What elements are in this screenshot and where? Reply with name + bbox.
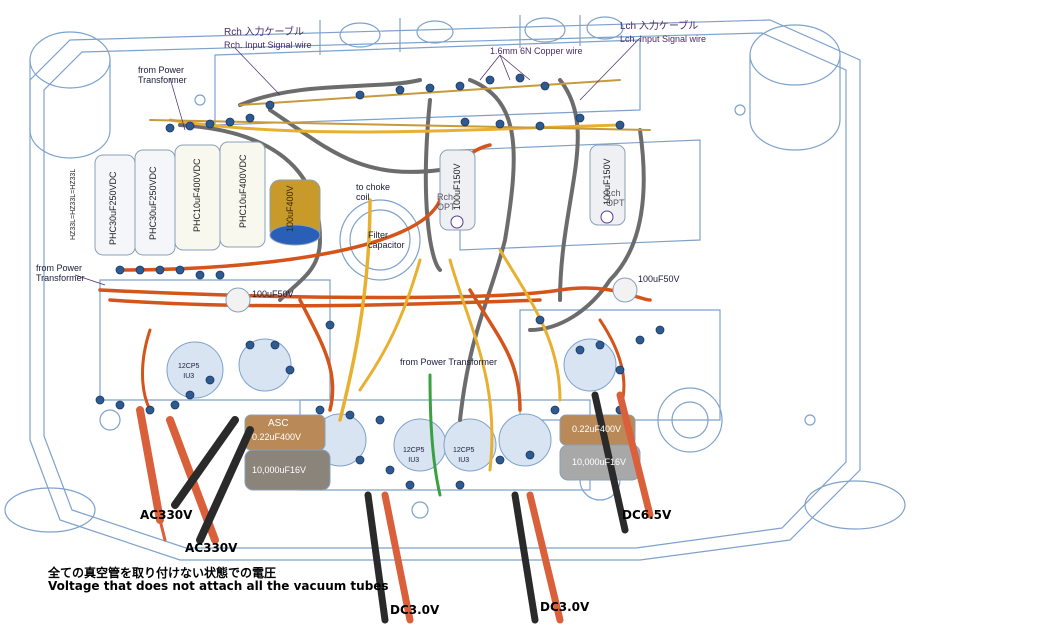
tube-label-left: 12CP5 IU3 (178, 363, 200, 380)
cap-label-asc-right: 0.22uF400V (572, 424, 622, 434)
label-lch-input-en: Lch. Input Signal wire (620, 34, 707, 44)
socket-mid-4 (498, 413, 552, 467)
capacitor-10000uf-left (244, 449, 331, 491)
cap-label-phc-3: PHC10uF400VDC (192, 158, 202, 232)
tube-label-mid-left: 12CP5 IU3 (403, 447, 425, 464)
probe-black-2 (196, 426, 254, 544)
cap-label-lch-100uf150v: 100uF150V (602, 158, 612, 205)
caption-jp: 全ての真空管を取り付けない状態での電圧 (48, 566, 277, 580)
cap-label-10000uf-left: 10,000uF16V (252, 465, 307, 475)
measurement-ac-left-2: AC330V (185, 541, 238, 555)
cap-label-phc-1: PHC30uF250VDC (108, 171, 118, 245)
capacitor-lch-100uf150v (589, 144, 626, 226)
cap-label-100uf400v: 100uF400V (285, 185, 295, 232)
chassis (4, 15, 906, 561)
label-copper-wire: 1.6mm 6N Copper wire (490, 46, 583, 56)
label-rch-input-en: Rch. Input Signal wire (224, 40, 312, 50)
capacitor-rch-100uf150v (439, 149, 476, 231)
label-from-power-transformer-mid: from Power Transformer (400, 357, 498, 367)
label-from-power-transformer-top: from Power Transformer (138, 65, 187, 85)
tube-sockets (166, 338, 617, 472)
measurement-ac-left-1: AC330V (140, 508, 193, 522)
foot-bottom-left (4, 487, 96, 533)
label-lch-input-jp: Lch 入力ケーブル (620, 21, 699, 32)
diode-label: HZ33L=HZ33L=HZ33L (70, 168, 77, 240)
terminal-points (95, 73, 665, 490)
probe-black-4 (511, 491, 539, 624)
foot-top-right (749, 24, 841, 86)
socket-left-2 (238, 338, 292, 392)
leader-lines (74, 37, 641, 286)
film-capacitors (94, 141, 641, 491)
test-probes (136, 391, 654, 624)
label-from-power-transformer-left: from Power Transformer (36, 263, 85, 283)
label-100uf50v-right: 100uF50V (638, 274, 680, 284)
measurement-dc-mid-1: DC3.0V (390, 603, 440, 617)
measurement-dc-right: DC6.5V (622, 508, 672, 522)
tube-label-mid-right: 12CP5 IU3 (453, 447, 475, 464)
caption-en: Voltage that does not attach all the vac… (48, 579, 389, 593)
socket-mid-3 (443, 418, 497, 472)
probe-black-1 (171, 416, 239, 509)
label-rch-input-jp: Rch 入力ケーブル (224, 27, 304, 38)
measurement-dc-mid-2: DC3.0V (540, 600, 590, 614)
cap-label-phc-2: PHC30uF250VDC (148, 166, 158, 240)
probe-black-5 (591, 391, 629, 534)
label-lch-opt: Lch OPT (606, 188, 625, 208)
probe-red-3 (381, 491, 414, 624)
cap-label-rch-100uf150v: 100uF150V (452, 163, 462, 210)
cap-label-asc-left: 0.22uF400V (252, 432, 302, 442)
cap-label-asc-brand: ASC (268, 418, 289, 429)
probe-red-1 (136, 406, 164, 524)
probe-red-4 (526, 491, 564, 624)
foot-bottom-right (804, 480, 906, 530)
label-rch-opt: Rch OPT (437, 192, 456, 212)
cap-label-phc-4: PHC10uF400VDC (238, 154, 248, 228)
label-filter-capacitor: Filter capacitor (368, 230, 405, 250)
probe-black-3 (364, 491, 389, 624)
probe-red-5 (616, 391, 654, 519)
label-to-choke-coil: to choke coil (356, 182, 391, 202)
socket-right (563, 338, 617, 392)
capacitor-100uf50v-left (225, 287, 251, 313)
label-100uf50v-left: 100uF50V (252, 289, 294, 299)
cap-label-10000uf-right: 10,000uF16V (572, 457, 627, 467)
capacitor-100uf50v-right (612, 277, 638, 303)
capacitor-phc-4 (219, 141, 266, 248)
